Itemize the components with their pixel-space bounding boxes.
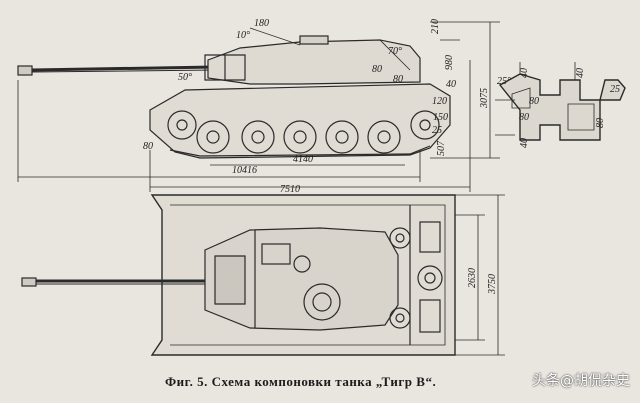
dim-180: 180 bbox=[254, 18, 269, 29]
side-dimension-lines bbox=[17, 21, 500, 192]
section-t40a: 40 bbox=[519, 68, 530, 78]
side-turret bbox=[204, 35, 421, 85]
figure-caption: Фиг. 5. Схема компоновки танка „Тигр В“. bbox=[165, 374, 437, 389]
top-gun-barrel bbox=[21, 277, 215, 287]
section-t25b: 25 bbox=[610, 84, 620, 95]
dim-height: 3075 bbox=[479, 88, 490, 109]
dim-track-width: 2630 bbox=[467, 268, 478, 288]
section-t80c: 80 bbox=[595, 118, 606, 128]
section-angle: 25° bbox=[497, 76, 511, 87]
dim-80b: 80 bbox=[393, 74, 403, 85]
section-view bbox=[495, 62, 626, 141]
dim-150: 150 bbox=[433, 112, 448, 123]
dim-210: 210 bbox=[430, 19, 441, 34]
top-dimension-lines bbox=[455, 194, 505, 356]
side-road-wheels bbox=[167, 110, 440, 154]
top-turret bbox=[204, 227, 399, 331]
dimension-labels: 10416 7510 4140 180 10° 70° 80 80 50° 12… bbox=[143, 18, 620, 295]
watermark: 头条@胡侃杂史 bbox=[532, 373, 630, 389]
top-engine-deck bbox=[389, 205, 443, 345]
top-view bbox=[21, 194, 505, 356]
dim-overall-width: 3750 bbox=[487, 274, 498, 295]
dim-hull-length: 7510 bbox=[280, 184, 300, 195]
side-view bbox=[17, 21, 500, 192]
dim-80c: 80 bbox=[143, 141, 153, 152]
dim-980: 980 bbox=[444, 55, 455, 70]
dim-length-gun: 10416 bbox=[232, 165, 257, 176]
side-gun-barrel bbox=[17, 65, 216, 76]
dim-507: 507 bbox=[436, 140, 447, 156]
dim-track-contact: 4140 bbox=[293, 154, 313, 165]
dim-50deg: 50° bbox=[178, 72, 192, 83]
dim-40: 40 bbox=[446, 79, 456, 90]
section-t40c: 40 bbox=[575, 68, 586, 78]
section-t80a: 80 bbox=[529, 96, 539, 107]
dim-70deg: 70° bbox=[388, 46, 402, 57]
section-t40b: 40 bbox=[519, 138, 530, 148]
dim-25: 25 bbox=[432, 125, 442, 136]
dim-120: 120 bbox=[432, 96, 447, 107]
dim-80a: 80 bbox=[372, 64, 382, 75]
dim-10deg: 10° bbox=[236, 30, 250, 41]
section-t80b: 80 bbox=[519, 112, 529, 123]
